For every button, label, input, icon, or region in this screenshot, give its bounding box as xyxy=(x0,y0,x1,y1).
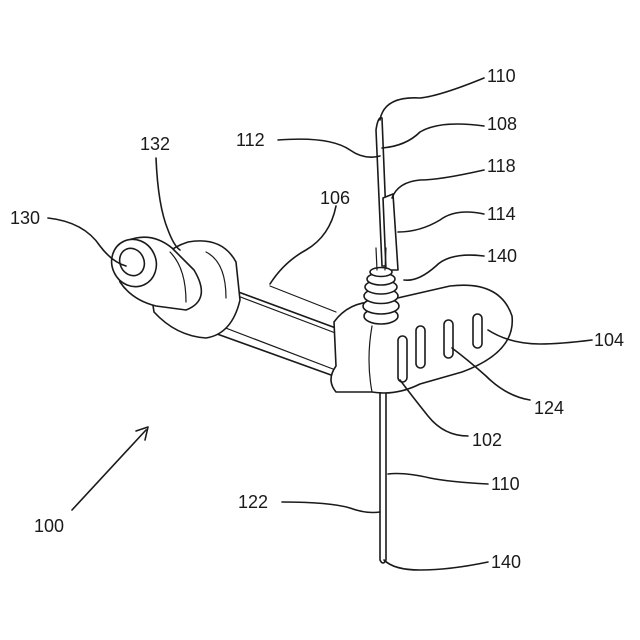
label-118: 118 xyxy=(487,156,516,176)
leader-110-top xyxy=(380,78,484,120)
reference-numerals: 110 108 112 132 118 106 114 130 140 104 … xyxy=(10,66,624,572)
label-124: 124 xyxy=(534,398,564,418)
leader-106 xyxy=(270,206,336,284)
luer-connector xyxy=(104,232,240,338)
label-106: 106 xyxy=(320,188,350,208)
label-108: 108 xyxy=(487,114,517,134)
label-132: 132 xyxy=(140,134,170,154)
leader-140-bottom xyxy=(384,560,488,570)
leader-122 xyxy=(282,502,380,513)
label-140-bottom: 140 xyxy=(491,552,521,572)
label-110-top: 110 xyxy=(487,66,516,86)
leader-112 xyxy=(278,139,380,157)
label-140-top: 140 xyxy=(487,246,517,266)
leader-118 xyxy=(392,170,484,198)
label-110-bottom: 110 xyxy=(491,474,520,494)
label-104: 104 xyxy=(594,330,624,350)
label-114: 114 xyxy=(487,204,516,224)
leader-110-bottom xyxy=(388,474,488,485)
label-130: 130 xyxy=(10,208,40,228)
leader-108 xyxy=(382,124,484,148)
leader-132 xyxy=(156,158,180,250)
label-122: 122 xyxy=(238,492,268,512)
label-112: 112 xyxy=(236,130,265,150)
leader-140-top xyxy=(404,255,484,280)
label-100: 100 xyxy=(34,516,64,536)
arrow-100 xyxy=(72,427,148,510)
lower-needle xyxy=(380,392,386,563)
leader-114 xyxy=(398,212,484,232)
label-102: 102 xyxy=(472,430,502,450)
